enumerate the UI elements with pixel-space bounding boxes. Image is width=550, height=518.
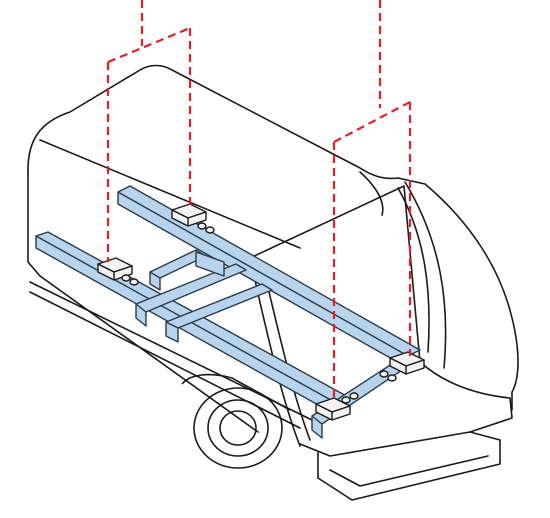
- windshield: [404, 181, 447, 369]
- a-pillar: [359, 171, 384, 216]
- mount-brackets: [97, 203, 425, 421]
- mount-plate-side: [171, 209, 207, 227]
- center-connector: [165, 283, 273, 343]
- mount-bolt: [129, 278, 139, 286]
- van-body: [27, 64, 519, 501]
- mount-bolt: [197, 222, 207, 230]
- mount-bolt: [341, 396, 351, 404]
- stub-bar-right: [195, 251, 225, 277]
- front-bumper: [317, 431, 501, 501]
- mount-bolt: [387, 374, 397, 382]
- front-wheel: [181, 373, 291, 469]
- roof-rack-frame: [35, 185, 421, 439]
- installation-guides: [106, 0, 412, 402]
- mount-rear-right: [171, 203, 215, 234]
- mount-bolt: [349, 392, 359, 400]
- mount-bolt: [205, 226, 215, 234]
- wheel-arch: [181, 373, 291, 411]
- mount-plate-side: [389, 357, 425, 375]
- van-left-side: [27, 169, 259, 433]
- van-roof-crease: [39, 139, 301, 249]
- mount-bolt: [121, 274, 131, 282]
- windshield-inner: [397, 187, 430, 353]
- mount-plate-side: [315, 403, 351, 421]
- mid-cross-member: [135, 263, 247, 327]
- wheel-rim-outer: [207, 399, 269, 457]
- guide-front-pair: [332, 0, 412, 402]
- guide-rear-pair: [106, 0, 192, 262]
- front-bumper-lower: [329, 455, 489, 487]
- mount-bolt: [379, 370, 389, 378]
- mount-front-left: [315, 392, 359, 421]
- mount-front-right: [379, 351, 425, 382]
- mount-rear-left: [97, 257, 139, 286]
- wheel-rim-inner: [219, 410, 257, 446]
- wheel-tire: [193, 387, 283, 469]
- van-roof-outline: [27, 64, 519, 411]
